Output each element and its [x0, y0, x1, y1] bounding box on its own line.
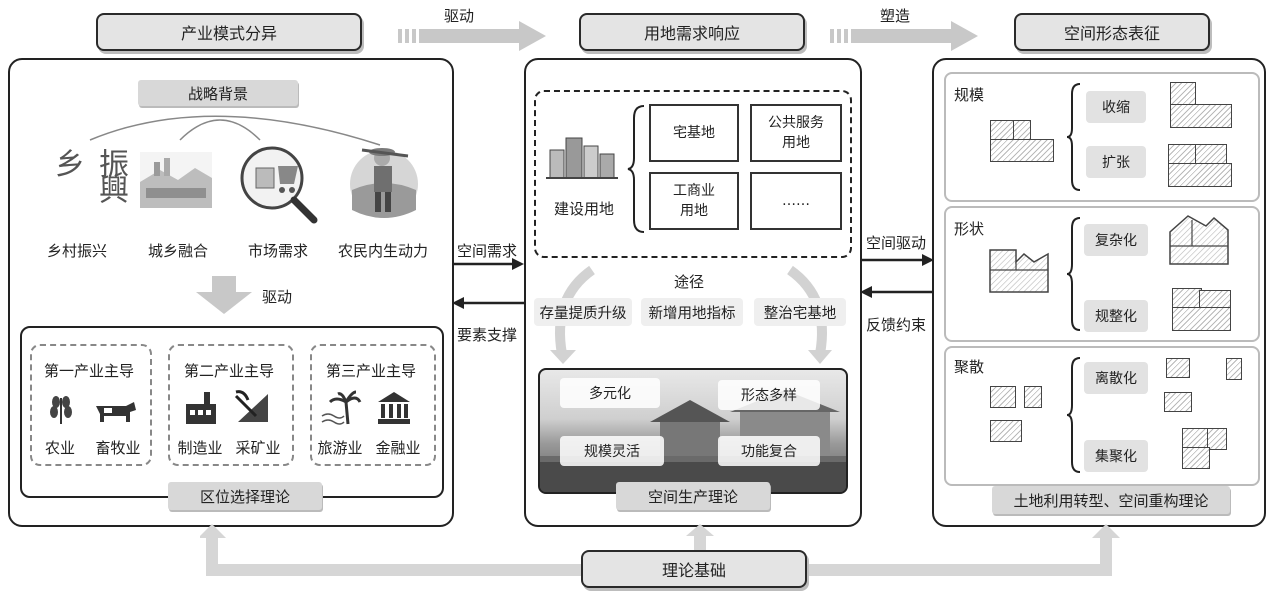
- cattle-icon: [96, 402, 136, 422]
- icon-label-farmer-motivation: 农民内生动力: [337, 242, 428, 260]
- primary-industry-box: [30, 344, 152, 466]
- expand-shape-c: [1168, 163, 1232, 187]
- strategy-arcs: [89, 115, 381, 146]
- wheat-icon: [50, 396, 72, 424]
- icon-label-urban-rural: 城乡融合: [147, 242, 208, 260]
- aggregate-shape-c: [1182, 447, 1210, 469]
- shape-option-complex: 复杂化: [1084, 224, 1148, 256]
- finance-label: 金融业: [375, 439, 421, 457]
- strategy-background-label: 战略背景: [138, 80, 298, 106]
- disperse-shape-c: [1164, 392, 1192, 412]
- land-transition-theory-label: 土地利用转型、空间重构理论: [992, 486, 1230, 514]
- factor-support-label: 要素支撑: [456, 326, 517, 344]
- mining-icon: [234, 390, 268, 422]
- shape-base-shape: [989, 249, 1049, 293]
- shrink-shape-b: [1170, 104, 1232, 128]
- cluster-base-shape-c: [990, 420, 1022, 442]
- path-homestead-remediation: 整治宅基地: [754, 298, 846, 326]
- manufacturing-label: 制造业: [177, 439, 223, 457]
- shape-option-regular: 规整化: [1084, 300, 1148, 332]
- space-drive-label: 空间驱动: [865, 234, 926, 252]
- primary-industry-title: 第一产业主导: [43, 362, 134, 380]
- construction-land-group: [534, 90, 852, 258]
- feedback-arrow: [860, 286, 934, 298]
- urban-rural-integration-icon: [140, 152, 212, 208]
- calligraphy-text: 振興乡: [49, 148, 128, 200]
- cluster-option-disperse: 离散化: [1084, 362, 1148, 394]
- icon-label-market-demand: 市场需求: [247, 242, 308, 260]
- aggregate-shape-b: [1207, 428, 1227, 450]
- rural-revitalization-icon: 振興乡: [40, 142, 128, 212]
- complex-shape: [1169, 215, 1229, 265]
- feature-flexible-scale: 规模灵活: [560, 436, 664, 466]
- space-demand-arrow: [452, 258, 524, 270]
- buildings-icon: [546, 137, 618, 179]
- header-land-demand: 用地需求响应: [579, 13, 805, 51]
- scale-title: 规模: [954, 86, 985, 104]
- location-theory-label: 区位选择理论: [168, 482, 322, 510]
- header-industry-mode: 产业模式分异: [96, 13, 362, 51]
- shape-brace: [1066, 217, 1081, 331]
- space-demand-label: 空间需求: [456, 242, 517, 260]
- theory-base-box: 理论基础: [581, 550, 807, 588]
- land-brace: [627, 105, 645, 233]
- industry-panel: [20, 326, 444, 498]
- path-stock-upgrade: 存量提质升级: [534, 298, 632, 326]
- cluster-base-shape-a: [990, 386, 1016, 408]
- bank-icon: [378, 392, 410, 424]
- cluster-brace: [1066, 357, 1081, 473]
- scale-base-shape-c: [990, 139, 1054, 162]
- secondary-industry-title: 第二产业主导: [183, 362, 274, 380]
- regular-shape-c: [1172, 307, 1231, 331]
- more-land-box: ……: [750, 172, 842, 230]
- palm-tree-icon: [321, 390, 362, 425]
- cluster-title: 聚散: [954, 358, 985, 376]
- animal-husbandry-label: 畜牧业: [95, 439, 141, 457]
- scale-brace: [1066, 83, 1081, 191]
- tertiary-industry-title: 第三产业主导: [325, 362, 416, 380]
- path-new-land-quota: 新增用地指标: [641, 298, 743, 326]
- factory-icon: [186, 392, 216, 424]
- scale-option-shrink: 收缩: [1086, 91, 1146, 123]
- farmer-icon: [350, 148, 418, 218]
- header-space-form: 空间形态表征: [1014, 13, 1210, 51]
- cluster-option-aggregate: 集聚化: [1084, 440, 1148, 472]
- bottom-theory-arrows: [200, 524, 1120, 576]
- feature-diverse-forms: 形态多样: [718, 380, 820, 410]
- space-production-theory-label: 空间生产理论: [616, 482, 770, 510]
- scale-option-expand: 扩张: [1086, 146, 1146, 178]
- disperse-shape-b: [1226, 358, 1242, 380]
- drive-down-label: 驱动: [262, 288, 293, 306]
- factor-support-arrow: [452, 297, 524, 309]
- homestead-box: 宅基地: [649, 104, 739, 162]
- feature-compound-function: 功能复合: [718, 436, 820, 466]
- tertiary-industry-box: [310, 344, 436, 466]
- market-demand-icon: [240, 146, 318, 224]
- top-arrow-shape: [830, 21, 978, 51]
- drive-down-arrow: [196, 276, 252, 314]
- feature-diversified: 多元化: [560, 378, 660, 408]
- top-arrow-drive: [398, 21, 546, 51]
- construction-land-label: 建设用地: [553, 200, 614, 218]
- icon-label-rural-revitalization: 乡村振兴: [46, 242, 107, 260]
- secondary-industry-box: [168, 344, 294, 466]
- public-service-land-box: 公共服务 用地: [750, 104, 842, 162]
- path-label: 途径: [673, 273, 704, 291]
- feedback-label: 反馈约束: [865, 316, 926, 334]
- mining-label: 采矿业: [235, 439, 281, 457]
- agriculture-label: 农业: [44, 439, 75, 457]
- shape-title: 形状: [954, 220, 985, 238]
- top-arrow-shape-label: 塑造: [880, 7, 911, 25]
- tourism-label: 旅游业: [317, 439, 363, 457]
- cluster-base-shape-b: [1024, 386, 1042, 408]
- space-drive-arrow: [860, 254, 934, 266]
- commercial-industrial-land-box: 工商业 用地: [649, 172, 739, 230]
- disperse-shape-a: [1166, 358, 1190, 378]
- top-arrow-drive-label: 驱动: [444, 7, 475, 25]
